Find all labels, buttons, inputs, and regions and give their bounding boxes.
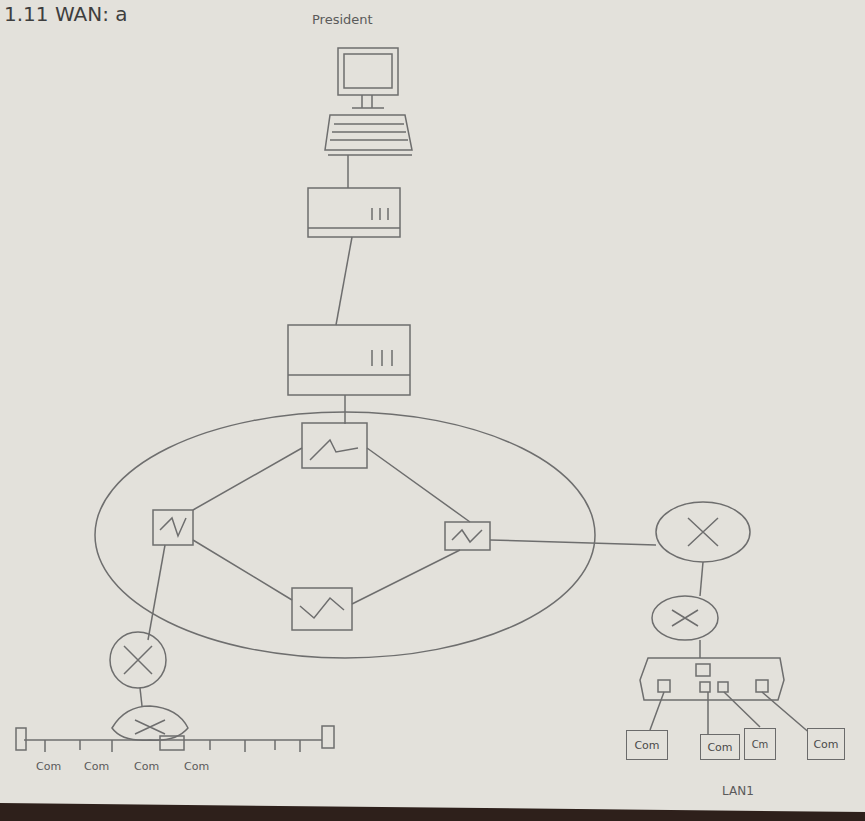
note-label: Com bbox=[134, 760, 159, 773]
note-label: President bbox=[312, 12, 373, 27]
node-label: Com bbox=[707, 741, 732, 754]
node-label: Com bbox=[634, 739, 659, 752]
note-label: Com bbox=[84, 760, 109, 773]
node-label: Cm bbox=[752, 739, 769, 750]
computer-box: Com bbox=[700, 734, 740, 760]
note-label: Com bbox=[36, 760, 61, 773]
computer-box: Com bbox=[807, 728, 845, 760]
computer-box: Com bbox=[626, 730, 668, 760]
computer-box: Cm bbox=[744, 728, 776, 760]
node-label: Com bbox=[813, 738, 838, 751]
note-label: Com bbox=[184, 760, 209, 773]
title: 1.11 WAN: a bbox=[4, 2, 128, 26]
note-label: LAN1 bbox=[722, 784, 754, 798]
